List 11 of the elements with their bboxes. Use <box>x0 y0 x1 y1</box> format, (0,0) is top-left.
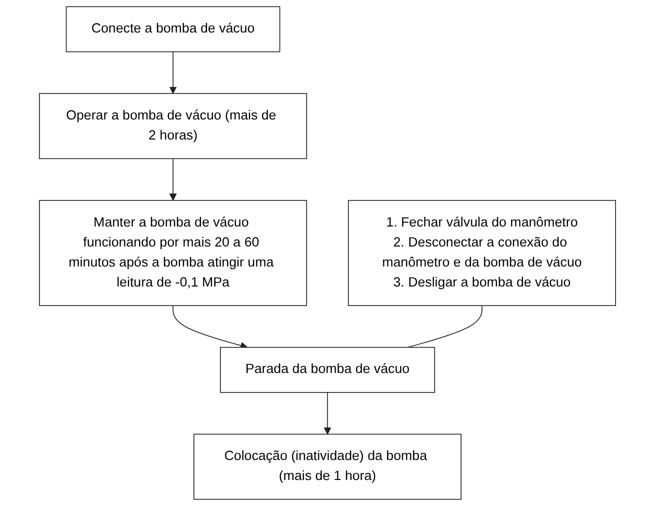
arrow <box>324 392 332 435</box>
node-box: Operar a bomba de vácuo (mais de 2 horas) <box>39 93 308 160</box>
arrow <box>169 51 177 94</box>
node-box: Parada da bomba de vácuo <box>220 346 436 393</box>
arrow <box>172 305 248 350</box>
node-box: Conecte a bomba de vácuo <box>66 6 280 52</box>
connector <box>407 305 482 348</box>
node-box: 1. Fechar válvula do manômetro 2. Desconectar a conexão do manômetro e da bomba de vácuo 3. Desligar a bomba de vácuo <box>348 200 616 306</box>
node-box: Colocação (inatividade) da bomba (mais de 1 hora) <box>193 434 462 500</box>
node-box: Manter a bomba de vácuo funcionando por mais 20 a 60 minutos após a bomba atingir uma leitura de -0,1 MPa <box>39 200 308 306</box>
arrow <box>169 158 177 201</box>
